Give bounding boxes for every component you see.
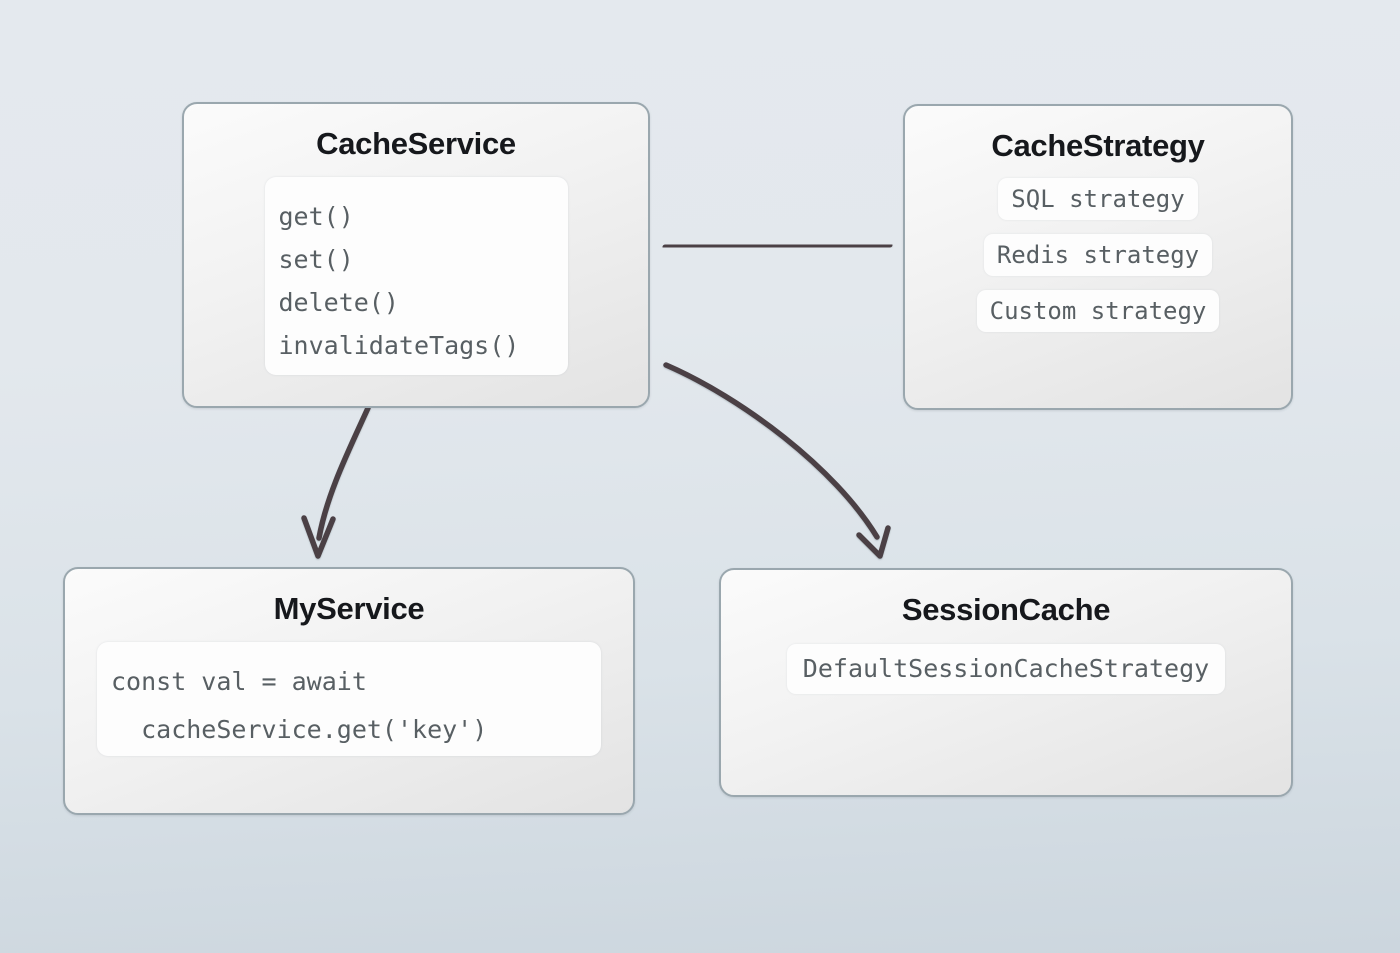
arrowhead-my-service: [301, 515, 336, 559]
method-item: delete(): [278, 288, 399, 317]
node-cache-service[interactable]: CacheService get() set() delete() invali…: [182, 102, 650, 408]
strategy-chip[interactable]: SQL strategy: [998, 178, 1198, 220]
cache-service-method-list: get() set() delete() invalidateTags(): [264, 177, 568, 375]
method-item: invalidateTags(): [278, 331, 520, 360]
strategy-chip[interactable]: DefaultSessionCacheStrategy: [786, 644, 1226, 694]
strategy-chip[interactable]: Custom strategy: [976, 290, 1220, 332]
node-session-cache[interactable]: SessionCache DefaultSessionCacheStrategy: [719, 568, 1293, 797]
code-line: const val = await: [111, 667, 367, 696]
session-cache-chip-list: DefaultSessionCacheStrategy: [721, 644, 1291, 694]
my-service-code-snippet: const val = await cacheService.get('key'…: [97, 642, 601, 756]
strategy-chip[interactable]: Redis strategy: [983, 234, 1213, 276]
cache-strategy-chip-list: SQL strategy Redis strategy Custom strat…: [905, 178, 1291, 332]
node-my-service-title: MyService: [273, 591, 425, 626]
code-line: cacheService.get('key'): [111, 715, 488, 744]
node-cache-service-title: CacheService: [316, 126, 516, 161]
node-cache-strategy-title: CacheStrategy: [991, 128, 1205, 163]
arrowhead-session-cache: [856, 525, 891, 559]
method-item: set(): [278, 245, 354, 274]
node-cache-strategy[interactable]: CacheStrategy SQL strategy Redis strateg…: [903, 104, 1293, 410]
method-item: get(): [278, 202, 354, 231]
connector-cache-service-to-cache-strategy: [662, 242, 893, 250]
node-my-service[interactable]: MyService const val = await cacheService…: [63, 567, 635, 815]
connector-cache-service-to-my-service: [316, 405, 371, 541]
node-session-cache-title: SessionCache: [901, 592, 1111, 627]
connector-cache-service-to-session-cache: [663, 362, 880, 540]
